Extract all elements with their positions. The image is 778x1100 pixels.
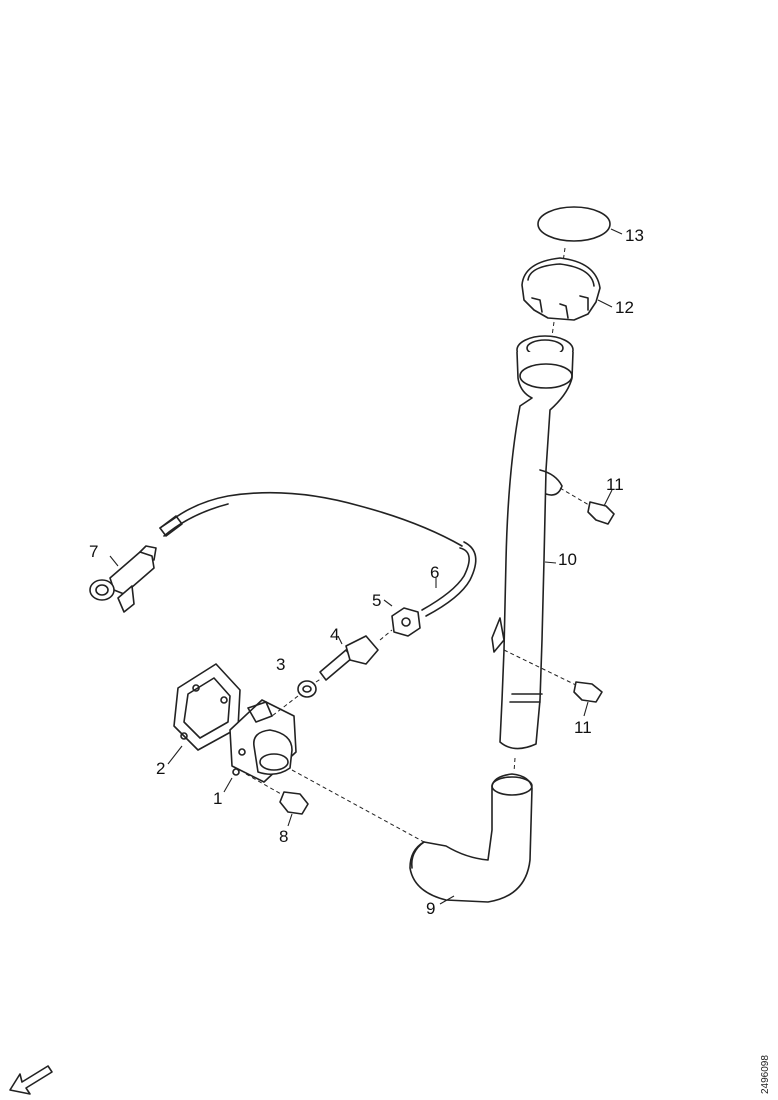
breather-hose-6 bbox=[159, 491, 477, 617]
filler-cap-12 bbox=[521, 247, 613, 321]
callout-1: 1 bbox=[213, 789, 222, 808]
callout-7: 7 bbox=[89, 542, 98, 561]
callout-4: 4 bbox=[330, 625, 339, 644]
banjo-bolt-4 bbox=[315, 635, 379, 683]
gasket-2 bbox=[167, 663, 241, 765]
callout-10: 10 bbox=[558, 550, 577, 569]
direction-arrow-icon bbox=[9, 1065, 53, 1095]
sealing-ring-13 bbox=[537, 206, 623, 242]
callout-2: 2 bbox=[156, 759, 165, 778]
connector-7 bbox=[89, 545, 157, 613]
flange-adapter-1 bbox=[223, 699, 297, 793]
callout-9: 9 bbox=[426, 899, 435, 918]
assembly-axis bbox=[291, 769, 425, 843]
callout-3: 3 bbox=[276, 655, 285, 674]
callout-8: 8 bbox=[279, 827, 288, 846]
callout-11-upper: 11 bbox=[606, 475, 624, 494]
bolt-11-lower bbox=[503, 649, 603, 717]
nut-5 bbox=[379, 599, 421, 641]
washer-3 bbox=[271, 680, 317, 717]
bolt-8 bbox=[245, 773, 309, 827]
callout-6: 6 bbox=[430, 563, 439, 582]
callout-5: 5 bbox=[372, 591, 381, 610]
hose-9 bbox=[409, 757, 533, 905]
callout-12: 12 bbox=[615, 298, 634, 317]
filler-tube-10 bbox=[491, 321, 574, 750]
bolt-11-upper bbox=[559, 487, 615, 525]
reference-code: 2496098 bbox=[760, 1055, 771, 1094]
callout-13: 13 bbox=[625, 226, 644, 245]
callout-11-lower: 11 bbox=[574, 718, 592, 737]
